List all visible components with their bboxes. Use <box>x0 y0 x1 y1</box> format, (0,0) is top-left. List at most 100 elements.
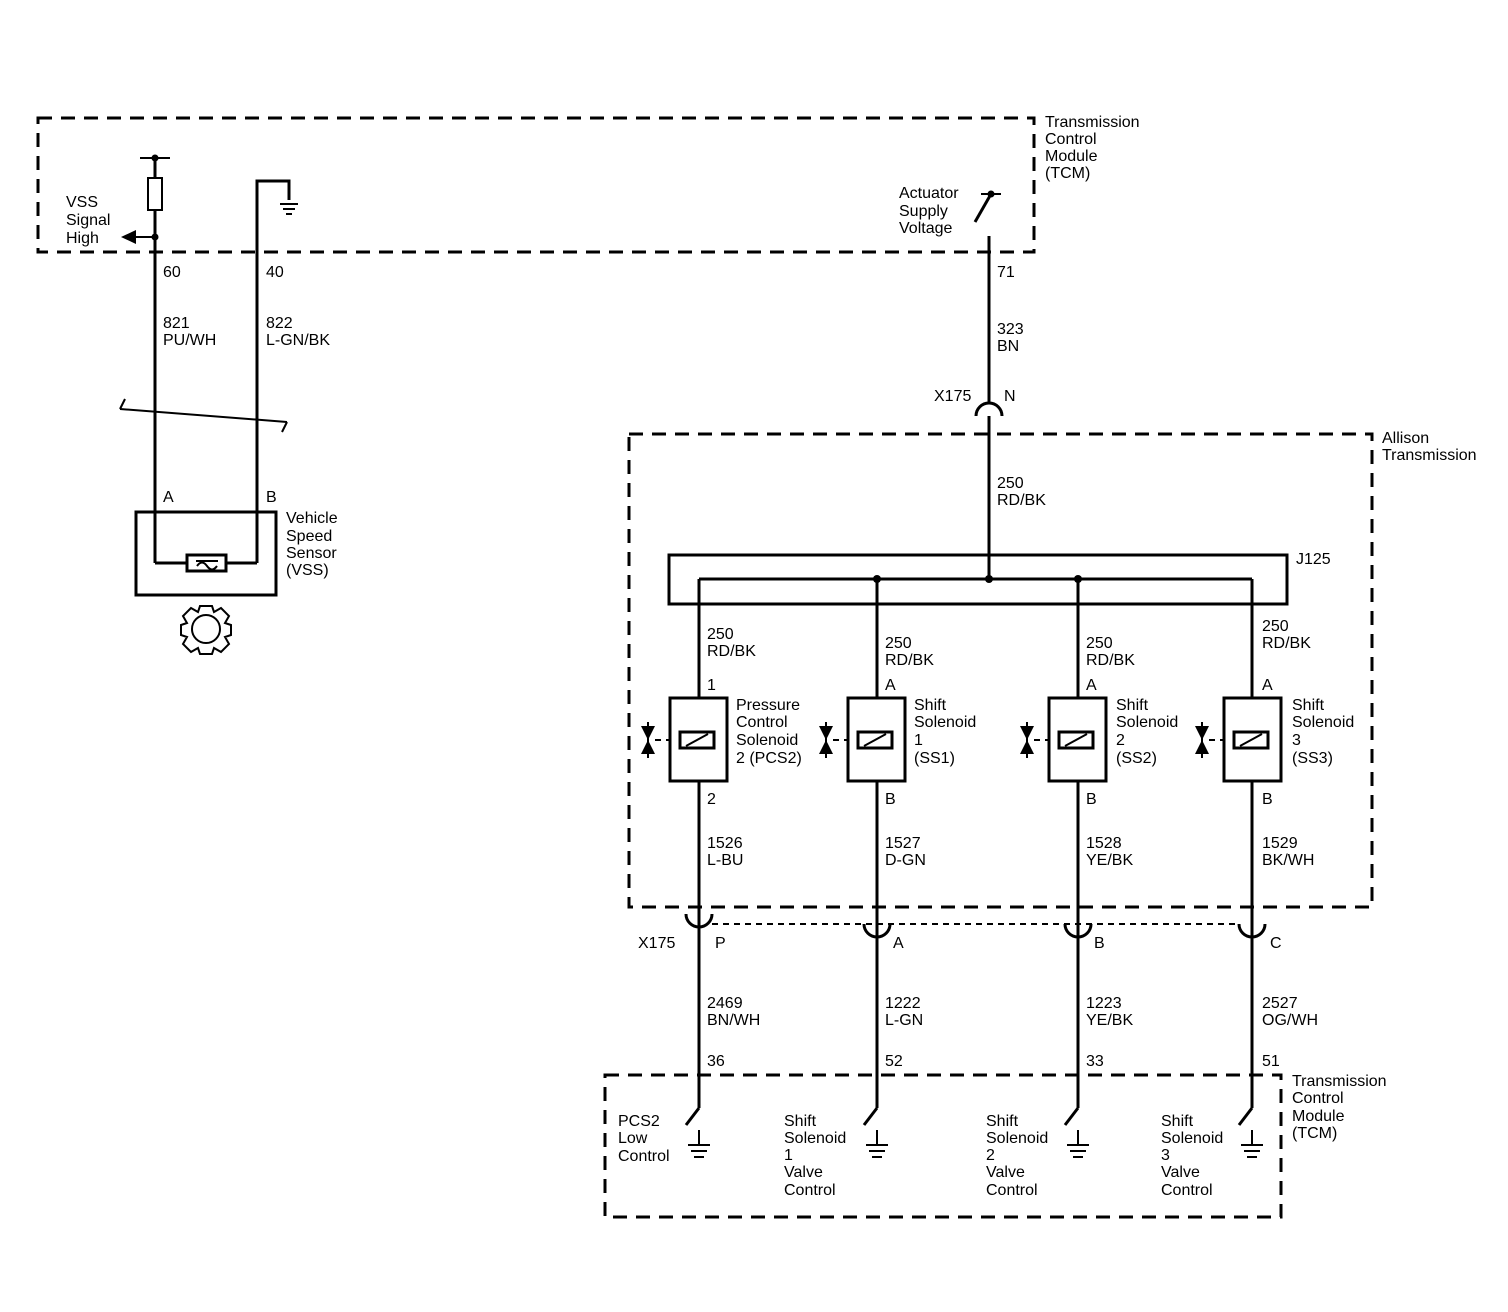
ss2-color-tcm: YE/BK <box>1086 1012 1133 1029</box>
ss3-circuit-out: 1529 <box>1262 835 1298 852</box>
x175-pin-p: P <box>715 935 726 952</box>
actuator-supply-switch <box>973 190 1004 583</box>
svg-text:Voltage: Voltage <box>899 220 952 237</box>
svg-text:Module: Module <box>1045 148 1098 165</box>
solenoid-branch-ss2 <box>1020 579 1108 1158</box>
feed-circuit-ss1: 250 <box>885 635 912 652</box>
svg-text:Solenoid: Solenoid <box>914 714 976 731</box>
ss2-tcm-pin: 33 <box>1086 1053 1104 1070</box>
svg-text:Supply: Supply <box>899 203 948 220</box>
ss3-color-tcm: OG/WH <box>1262 1012 1318 1029</box>
x175-bottom-label: X175 <box>638 935 675 952</box>
svg-text:Shift: Shift <box>914 697 947 714</box>
ss2-name-label: Shift Solenoid 2 (SS2) <box>1116 697 1178 767</box>
connector-x175-n-icon <box>974 401 1004 417</box>
x175-top-label: X175 <box>934 388 971 405</box>
feed-circuit-ss3: 250 <box>1262 618 1289 635</box>
vss-color-lgnbk: L-GN/BK <box>266 332 330 349</box>
svg-text:Sensor: Sensor <box>286 545 337 562</box>
vss-sensor-symbol <box>134 510 278 597</box>
vss-color-puwh: PU/WH <box>163 332 216 349</box>
svg-text:Control: Control <box>1161 1182 1213 1199</box>
svg-text:Actuator: Actuator <box>899 185 959 202</box>
x175-pin-a: A <box>893 935 904 952</box>
vss-terminal-b: B <box>266 489 277 506</box>
vss-terminal-a: A <box>163 489 174 506</box>
pcs2-tcm-label: PCS2 Low Control <box>618 1113 670 1165</box>
vss-low-circuit <box>255 179 298 563</box>
vss-signal-circuit <box>121 154 170 563</box>
pcs2-tcm-pin: 36 <box>707 1053 725 1070</box>
ss3-pin-bottom: B <box>1262 791 1273 808</box>
vss-pin-60: 60 <box>163 264 181 281</box>
svg-text:Solenoid: Solenoid <box>1161 1130 1223 1147</box>
svg-text:(VSS): (VSS) <box>286 562 329 579</box>
svg-text:Control: Control <box>618 1148 670 1165</box>
svg-text:Solenoid: Solenoid <box>986 1130 1048 1147</box>
svg-text:High: High <box>66 230 99 247</box>
ss2-circuit-out: 1528 <box>1086 835 1122 852</box>
feed-color-ss1: RD/BK <box>885 652 934 669</box>
twisted-pair-icon <box>119 398 288 433</box>
svg-text:Solenoid: Solenoid <box>1292 714 1354 731</box>
allison-label: Allison Transmission <box>1382 430 1477 464</box>
ss3-name-label: Shift Solenoid 3 (SS3) <box>1292 697 1354 767</box>
solenoid-branch-ss3 <box>1195 579 1283 1158</box>
feed-circuit-pcs2: 250 <box>707 626 734 643</box>
svg-text:Control: Control <box>1292 1090 1344 1107</box>
ss1-circuit-tcm: 1222 <box>885 995 921 1012</box>
solenoid-branch-pcs2 <box>641 579 729 1158</box>
ss1-color-tcm: L-GN <box>885 1012 923 1029</box>
x175-top-pin-n: N <box>1004 388 1016 405</box>
svg-text:2: 2 <box>1116 732 1125 749</box>
x175-pin-b: B <box>1094 935 1105 952</box>
feed-color-ss2: RD/BK <box>1086 652 1135 669</box>
actuator-supply-label: Actuator Supply Voltage <box>899 185 959 237</box>
svg-text:Transmission: Transmission <box>1382 447 1477 464</box>
svg-text:2 (PCS2): 2 (PCS2) <box>736 750 802 767</box>
tcm-bottom-label: Transmission Control Module (TCM) <box>1292 1073 1387 1142</box>
ss3-tcm-label: Shift Solenoid 3 Valve Control <box>1161 1113 1223 1199</box>
svg-text:(SS2): (SS2) <box>1116 750 1157 767</box>
ss3-tcm-pin: 51 <box>1262 1053 1280 1070</box>
supply-circuit-323: 323 <box>997 321 1024 338</box>
ss2-pin-bottom: B <box>1086 791 1097 808</box>
supply-color-rdbk: RD/BK <box>997 492 1046 509</box>
svg-text:Shift: Shift <box>1116 697 1149 714</box>
pcs2-color-out: L-BU <box>707 852 743 869</box>
solenoid-branch-ss1 <box>819 579 907 1158</box>
svg-text:Solenoid: Solenoid <box>736 732 798 749</box>
ss2-circuit-tcm: 1223 <box>1086 995 1122 1012</box>
ss1-circuit-out: 1527 <box>885 835 921 852</box>
vss-sensor-label: Vehicle Speed Sensor (VSS) <box>286 510 338 579</box>
svg-text:Shift: Shift <box>1161 1113 1194 1130</box>
feed-color-ss3: RD/BK <box>1262 635 1311 652</box>
signal-arrow-icon <box>121 230 136 244</box>
ss2-color-out: YE/BK <box>1086 852 1133 869</box>
svg-text:3: 3 <box>1292 732 1301 749</box>
svg-text:Control: Control <box>784 1182 836 1199</box>
svg-text:Valve: Valve <box>986 1164 1025 1181</box>
svg-text:Pressure: Pressure <box>736 697 800 714</box>
svg-text:Vehicle: Vehicle <box>286 510 338 527</box>
pcs2-name-label: Pressure Control Solenoid 2 (PCS2) <box>736 697 802 767</box>
svg-text:(SS3): (SS3) <box>1292 750 1333 767</box>
svg-text:Module: Module <box>1292 1108 1345 1125</box>
svg-text:Transmission: Transmission <box>1045 114 1140 131</box>
svg-text:(TCM): (TCM) <box>1045 165 1090 182</box>
pcs2-pin-bottom: 2 <box>707 791 716 808</box>
svg-text:Shift: Shift <box>986 1113 1019 1130</box>
supply-circuit-250: 250 <box>997 475 1024 492</box>
pcs2-pin-top: 1 <box>707 677 716 694</box>
ss1-pin-bottom: B <box>885 791 896 808</box>
svg-text:Shift: Shift <box>784 1113 817 1130</box>
svg-text:3: 3 <box>1161 1147 1170 1164</box>
ss2-pin-top: A <box>1086 677 1097 694</box>
svg-text:Speed: Speed <box>286 528 332 545</box>
svg-text:Shift: Shift <box>1292 697 1325 714</box>
feed-color-pcs2: RD/BK <box>707 643 756 660</box>
pcs2-circuit-tcm: 2469 <box>707 995 743 1012</box>
svg-text:Allison: Allison <box>1382 430 1429 447</box>
svg-text:(SS1): (SS1) <box>914 750 955 767</box>
